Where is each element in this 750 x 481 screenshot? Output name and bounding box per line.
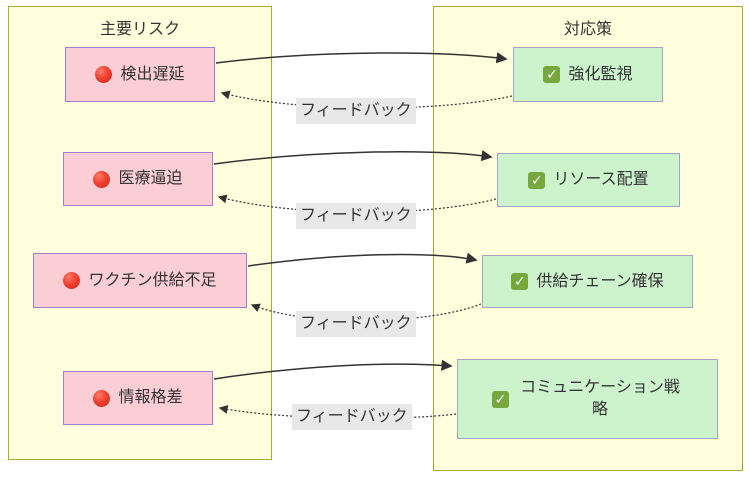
subgraph-risks-title: 主要リスク xyxy=(99,21,180,38)
risk-node-vaccine-shortage: ワクチン供給不足 xyxy=(33,253,247,308)
risk-node-detection-delay: 検出遅延 xyxy=(65,47,215,102)
node-label: 情報格差 xyxy=(118,389,183,407)
red-circle-icon xyxy=(63,272,81,289)
check-icon xyxy=(543,66,561,83)
measure-node-supply-chain: 供給チェーン確保 xyxy=(482,255,693,308)
risk-node-medical-strain: 医療逼迫 xyxy=(63,152,213,206)
node-label: リソース配置 xyxy=(553,171,649,189)
node-label: コミュニケーション戦略 xyxy=(520,379,680,418)
node-label: 供給チェーン確保 xyxy=(536,272,664,290)
edge-label-feedback: フィードバック xyxy=(296,203,416,229)
node-label: 医療逼迫 xyxy=(118,170,183,188)
risk-node-information-gap: 情報格差 xyxy=(63,371,213,425)
measure-node-communication-strategy: コミュニケーション戦略 xyxy=(457,359,718,439)
measure-node-resource-allocation: リソース配置 xyxy=(497,153,680,207)
edge-label-feedback: フィードバック xyxy=(296,98,416,124)
check-icon xyxy=(492,390,509,408)
red-circle-icon xyxy=(95,66,113,83)
subgraph-measures-title: 対応策 xyxy=(563,21,612,38)
node-label: ワクチン供給不足 xyxy=(88,271,217,289)
edge-label-feedback: フィードバック xyxy=(296,311,416,337)
check-icon xyxy=(511,273,529,290)
red-circle-icon xyxy=(93,170,111,188)
measure-node-enhanced-monitoring: 強化監視 xyxy=(513,47,663,102)
check-icon xyxy=(528,171,546,189)
node-label: 強化監視 xyxy=(568,65,633,83)
edge-label-feedback: フィードバック xyxy=(292,404,412,430)
node-label: 検出遅延 xyxy=(120,65,185,83)
red-circle-icon xyxy=(93,389,111,407)
